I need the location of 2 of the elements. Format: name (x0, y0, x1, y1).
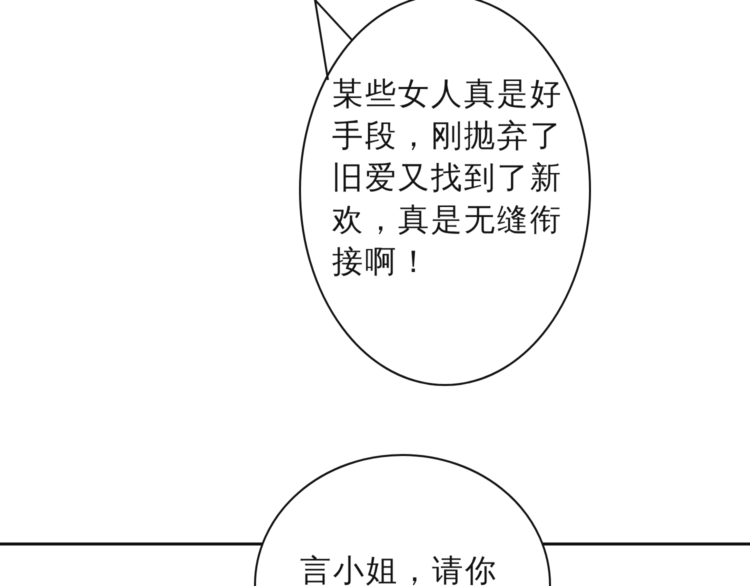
speech-text: 言小姐，请你 (300, 552, 499, 586)
speech-text: 某些女人真是好手段，刚抛弃了旧爱又找到了新欢，真是无缝衔接啊！ (332, 75, 564, 282)
